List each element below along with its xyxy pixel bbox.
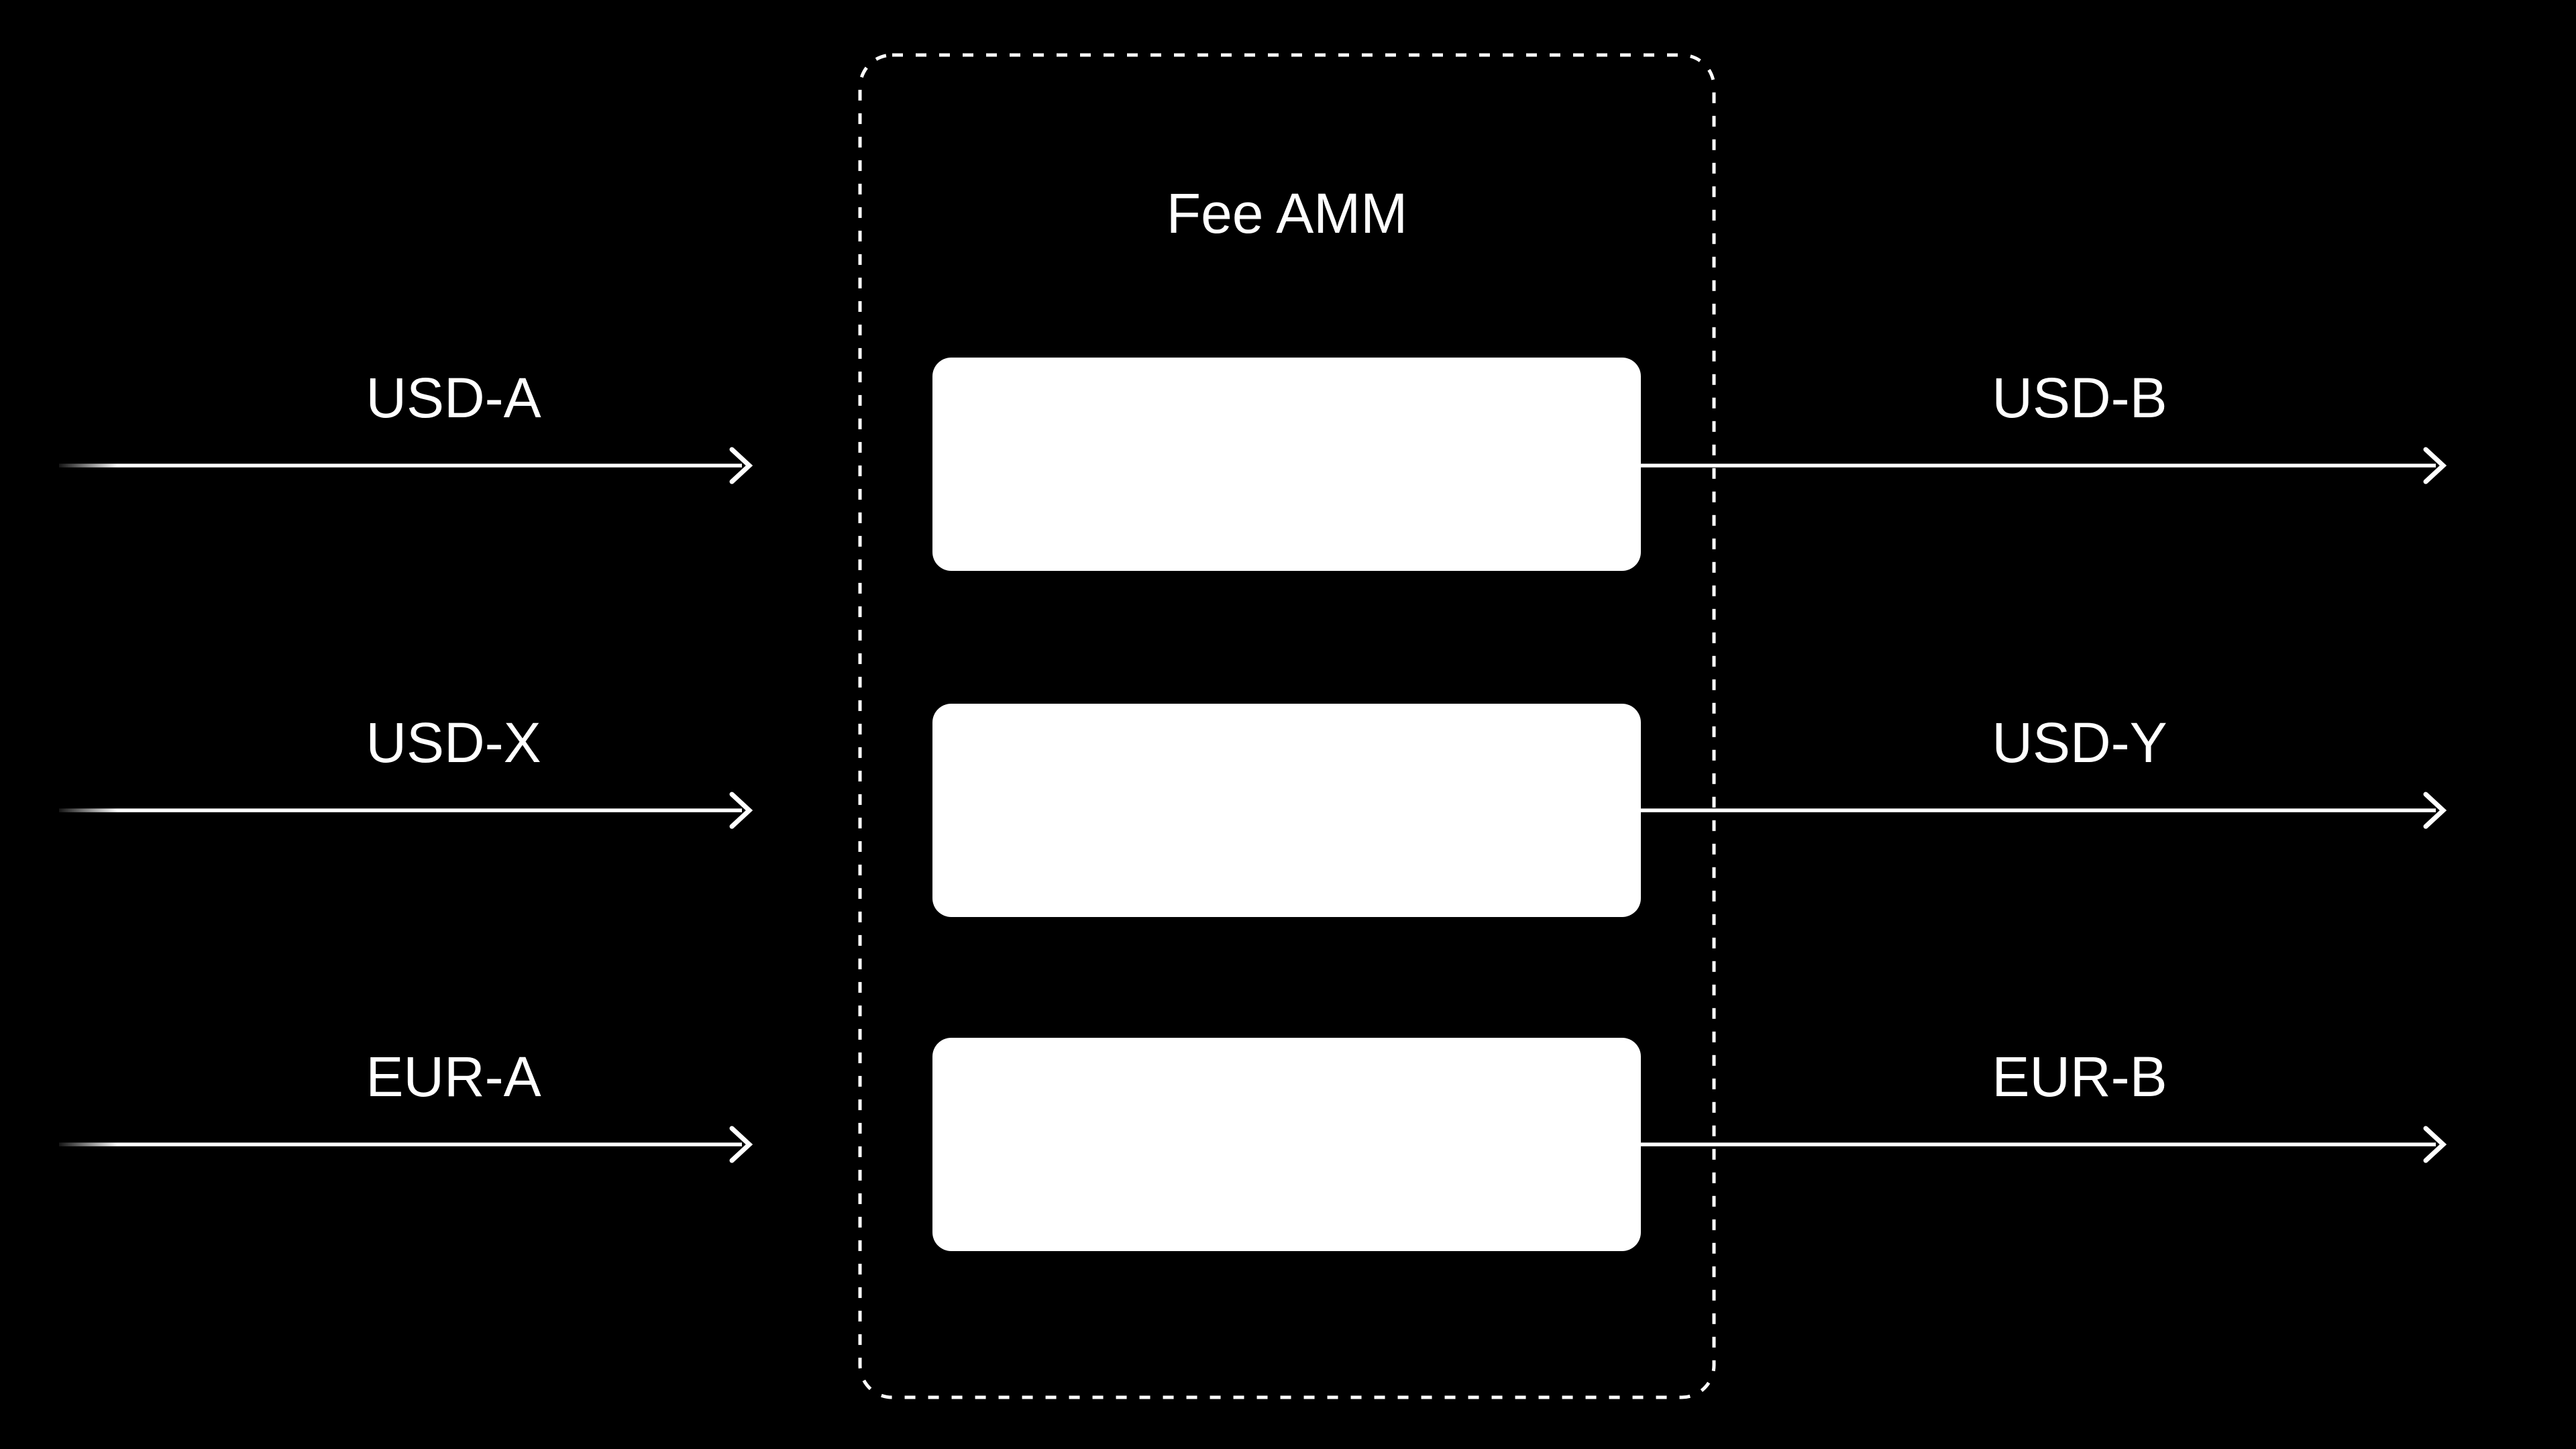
input-label-usd-x: USD-X	[366, 711, 541, 774]
input-arrow-head-icon-2	[729, 792, 753, 829]
output-label-eur-b: EUR-B	[1992, 1045, 2167, 1108]
pool-box-3	[932, 1038, 1641, 1251]
pool-box-2	[932, 704, 1641, 917]
output-arrow-head-icon-3	[2423, 1126, 2447, 1163]
input-arrow-head-icon-3	[729, 1126, 753, 1163]
input-label-eur-a: EUR-A	[366, 1045, 541, 1108]
input-label-usd-a: USD-A	[366, 366, 541, 429]
diagram-title: Fee AMM	[1166, 182, 1408, 245]
output-label-usd-b: USD-B	[1992, 366, 2167, 429]
output-arrow-head-icon-2	[2423, 792, 2447, 829]
input-arrow-head-icon-1	[729, 447, 753, 484]
fee-amm-container-border	[858, 53, 1716, 1399]
output-arrow-head-icon-1	[2423, 447, 2447, 484]
output-label-usd-y: USD-Y	[1992, 711, 2167, 774]
pool-box-1	[932, 358, 1641, 571]
